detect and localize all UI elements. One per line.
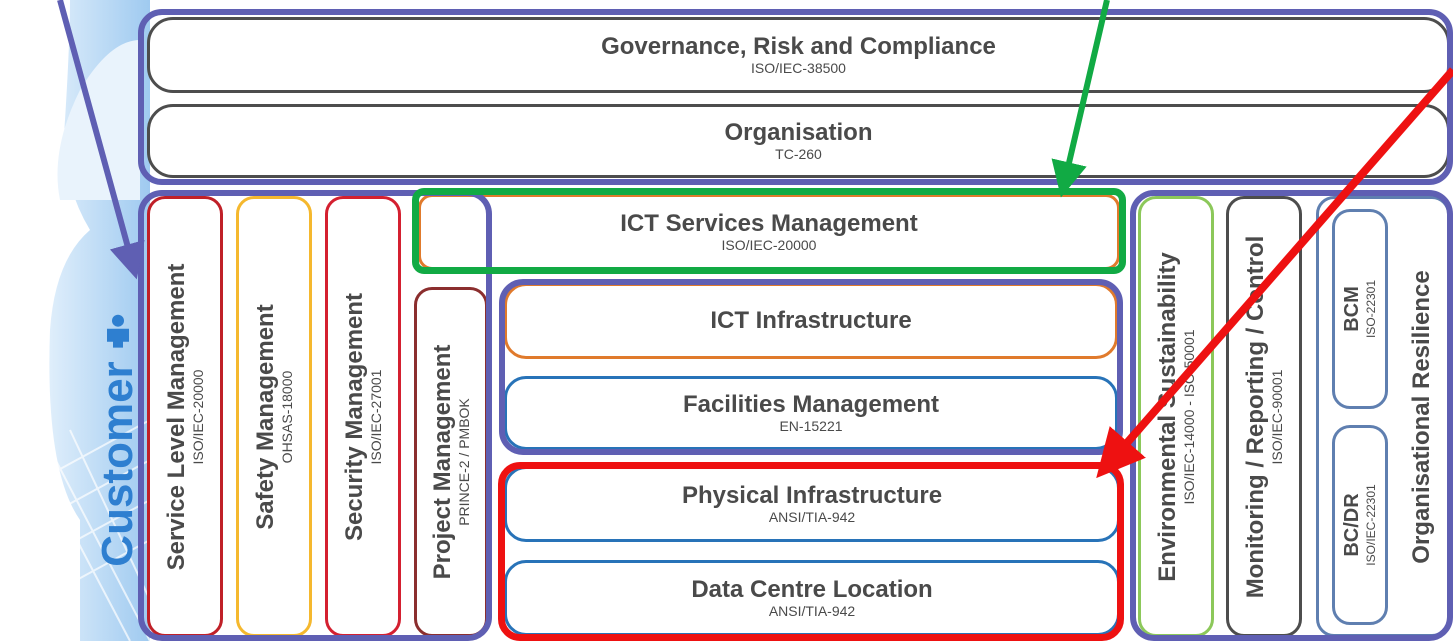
facilities-standard: EN-15221 bbox=[779, 417, 843, 434]
organisation-title: Organisation bbox=[724, 118, 873, 146]
project-column: Project Management PRINCE-2 / PMBOK bbox=[414, 287, 488, 637]
ict-services-standard: ISO/IEC-20000 bbox=[721, 236, 817, 253]
red-arrow bbox=[1096, 67, 1453, 479]
organisation-box: Organisation TC-260 bbox=[147, 104, 1450, 178]
facilities-title: Facilities Management bbox=[682, 390, 940, 418]
governance-standard: ISO/IEC-38500 bbox=[751, 59, 846, 76]
resilience-column: BCM ISO-22301 BC/DR ISO/IEC-22301 Organi… bbox=[1316, 196, 1450, 637]
governance-title: Governance, Risk and Compliance bbox=[601, 32, 996, 60]
physical-infrastructure-box: Physical Infrastructure ANSI/TIA-942 bbox=[504, 466, 1120, 542]
governance-box: Governance, Risk and Compliance ISO/IEC-… bbox=[147, 17, 1450, 93]
bcdr-box: BC/DR ISO/IEC-22301 bbox=[1332, 425, 1388, 625]
ict-infrastructure-title: ICT Infrastructure bbox=[710, 307, 912, 334]
organisation-standard: TC-260 bbox=[775, 145, 822, 162]
customer-background bbox=[40, 0, 150, 641]
physical-infrastructure-standard: ANSI/TIA-942 bbox=[768, 508, 856, 525]
ict-services-title: ICT Services Management bbox=[620, 209, 918, 237]
data-centre-location-title: Data Centre Location bbox=[691, 575, 933, 603]
blue-arrow bbox=[57, 0, 145, 280]
bcm-box: BCM ISO-22301 bbox=[1332, 209, 1388, 409]
security-column: Security Management ISO/IEC-27001 bbox=[325, 196, 401, 637]
data-centre-location-standard: ANSI/TIA-942 bbox=[768, 602, 856, 619]
green-arrow bbox=[1051, 0, 1110, 198]
physical-infrastructure-title: Physical Infrastructure bbox=[681, 481, 943, 509]
monitoring-column: Monitoring / Reporting / Control ISO/IEC… bbox=[1226, 196, 1302, 637]
service-level-column: Service Level Management ISO/IEC-20000 bbox=[147, 196, 223, 637]
person-icon bbox=[107, 314, 129, 348]
facilities-box: Facilities Management EN-15221 bbox=[504, 376, 1118, 450]
data-centre-location-box: Data Centre Location ANSI/TIA-942 bbox=[504, 560, 1120, 636]
customer-label-block: Customer bbox=[68, 230, 168, 641]
